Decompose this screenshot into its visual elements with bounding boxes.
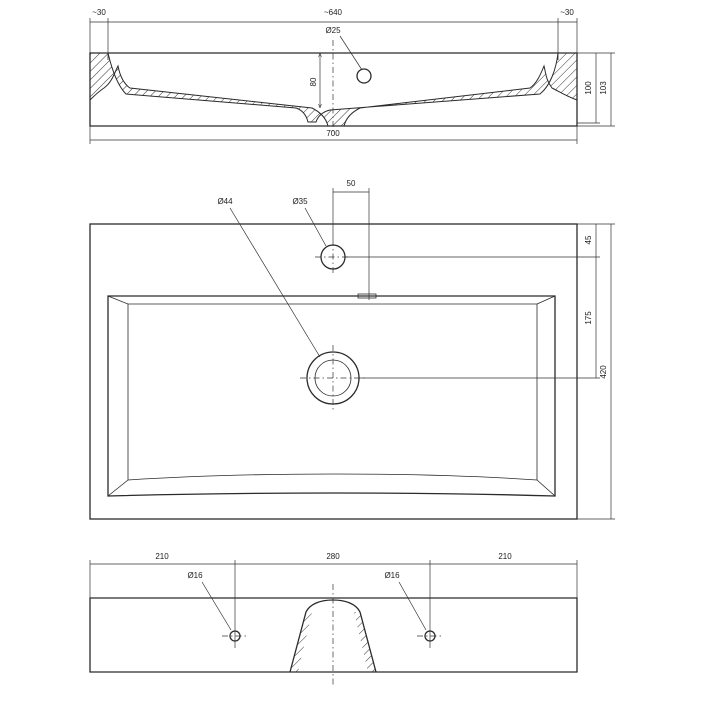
front-outline	[89, 597, 578, 673]
dim-right-210: 210	[498, 552, 512, 561]
dim-inner-width: ~640	[324, 8, 343, 17]
dim-inner-depth: 80	[309, 77, 318, 86]
dim-total-width: 700	[326, 129, 340, 138]
front-cutout-hatch	[290, 612, 312, 672]
dim-left-hole: Ø16	[187, 571, 203, 580]
front-view: 210 280 210 Ø16 Ø16	[89, 552, 578, 686]
dim-depth-100: 100	[584, 81, 593, 95]
dim-right-margin: ~30	[560, 8, 574, 17]
dim-depth-420: 420	[599, 365, 608, 379]
overflow-slot	[357, 293, 377, 299]
dim-offset-45: 45	[584, 235, 593, 244]
dim-hole-diameter: Ø25	[325, 26, 341, 35]
plan-outline	[89, 223, 578, 520]
dim-right-hole: Ø16	[384, 571, 400, 580]
bowl-inner	[127, 303, 538, 481]
bowl-outer	[107, 295, 556, 497]
dim-left-margin: ~30	[92, 8, 106, 17]
dim-left-210: 210	[155, 552, 169, 561]
plan-view: 50 Ø44 Ø35 45 175 420	[89, 179, 615, 520]
section-hatch	[89, 52, 578, 127]
dim-offset-175: 175	[584, 311, 593, 325]
dim-height-103: 103	[599, 81, 608, 95]
dim-offset-50: 50	[347, 179, 356, 188]
dim-tap-hole-diameter: Ø35	[292, 197, 308, 206]
dim-drain-diameter: Ø44	[217, 197, 233, 206]
section-view: ~30 ~640 ~30 Ø25 80 100 103 700	[89, 8, 615, 144]
tap-hole-section	[356, 68, 372, 84]
dim-middle-280: 280	[326, 552, 340, 561]
